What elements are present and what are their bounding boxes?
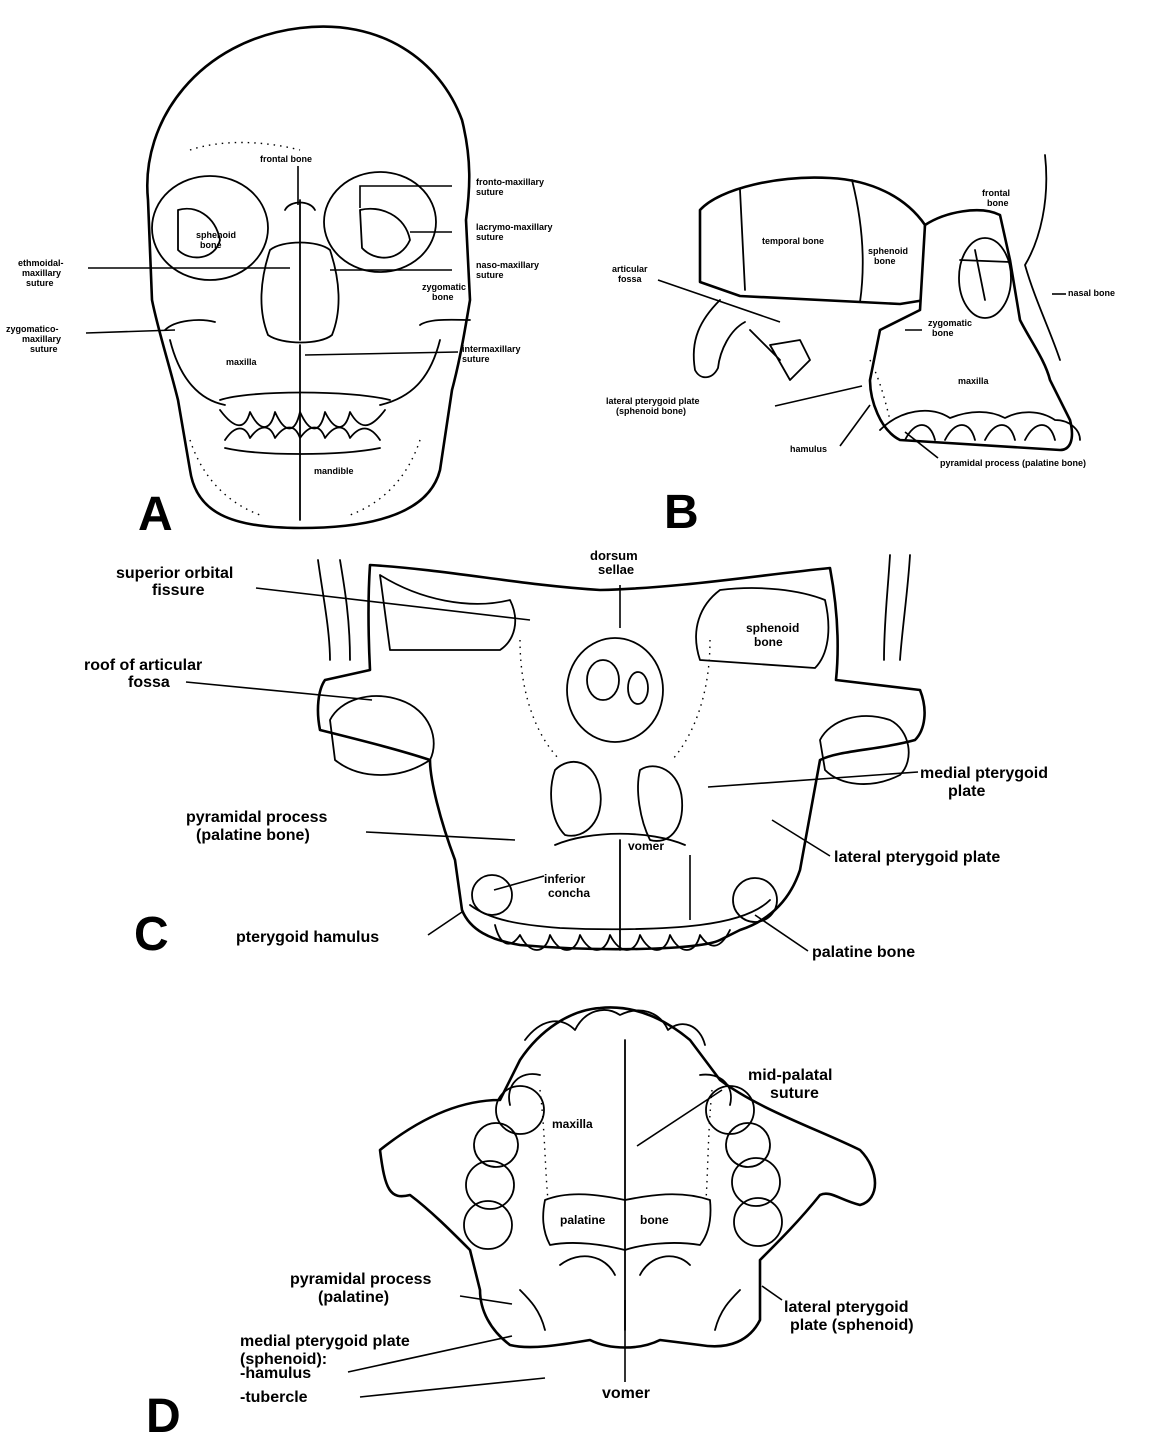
panel-d-letter: D xyxy=(146,1390,181,1443)
label-bone-d: bone xyxy=(640,1213,669,1227)
label-pyramidal-process-d: pyramidal process(palatine) xyxy=(290,1271,432,1306)
panel-b-drawing xyxy=(694,155,1080,450)
label-maxilla-d: maxilla xyxy=(552,1117,593,1131)
label-medial-pterygoid-plate-d: medial pterygoid plate(sphenoid): xyxy=(240,1333,410,1368)
label-frontal-bone: frontal bone xyxy=(260,154,312,164)
panel-b-letter: B xyxy=(664,486,699,539)
label-nasal-bone: nasal bone xyxy=(1068,288,1115,298)
label-vomer-d: vomer xyxy=(602,1385,650,1402)
panel-a-drawing xyxy=(147,27,470,528)
label-hamulus-b: hamulus xyxy=(790,444,827,454)
panel-a-letter: A xyxy=(138,488,173,541)
label-hamulus-d: -hamulus xyxy=(240,1365,311,1382)
panel-c-drawing xyxy=(318,555,925,950)
panel-c-letter: C xyxy=(134,908,169,961)
label-temporal-bone: temporal bone xyxy=(762,236,824,246)
label-pterygoid-hamulus: pterygoid hamulus xyxy=(236,929,379,946)
label-pyramidal-process-c: pyramidal process(palatine bone) xyxy=(186,809,328,844)
label-palatine-d: palatine xyxy=(560,1213,606,1227)
label-maxilla-a: maxilla xyxy=(226,357,258,367)
label-lateral-pterygoid-plate-c: lateral pterygoid plate xyxy=(834,849,1000,866)
label-palatine-bone-c: palatine bone xyxy=(812,944,915,961)
label-maxilla-b: maxilla xyxy=(958,376,990,386)
panel-d-drawing xyxy=(380,1007,875,1347)
label-pyramidal-process-b: pyramidal process (palatine bone) xyxy=(940,458,1086,468)
label-lateral-pterygoid-plate-b: lateral pterygoid plate(sphenoid bone) xyxy=(606,396,700,416)
label-tubercle-d: -tubercle xyxy=(240,1389,308,1406)
label-mandible-a: mandible xyxy=(314,466,354,476)
label-vomer-c: vomer xyxy=(628,839,664,853)
